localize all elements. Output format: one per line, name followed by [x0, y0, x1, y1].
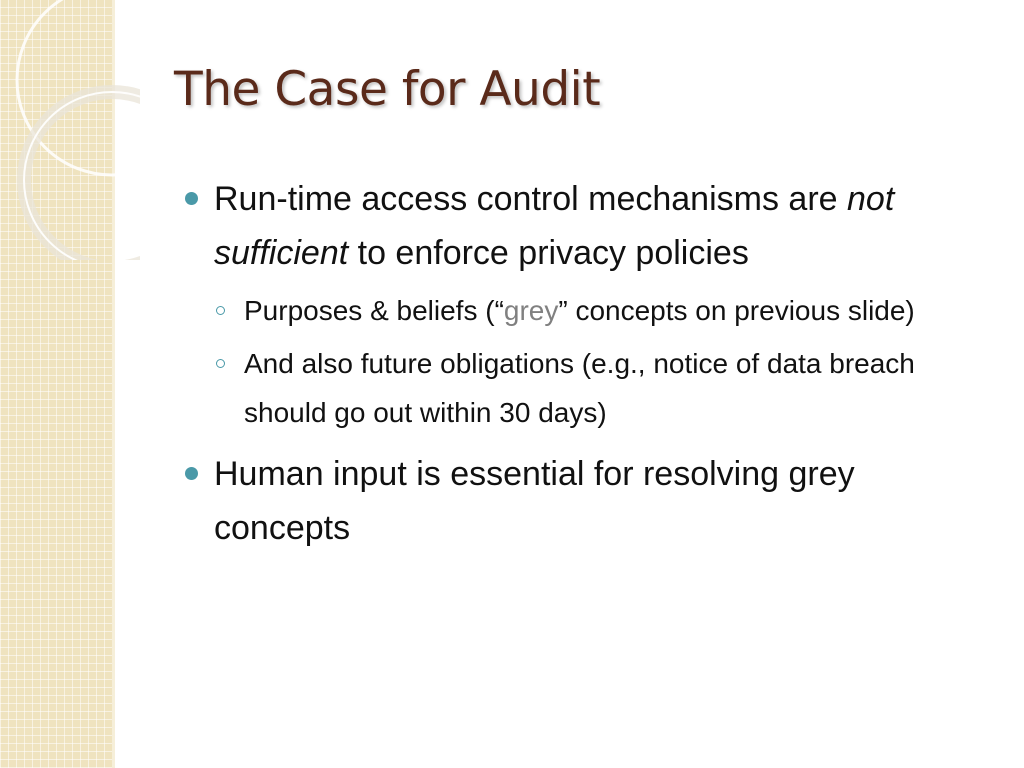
- sub-bullet-text-post: ” concepts on previous slide): [558, 295, 915, 326]
- bullet-text: Human input is essential for resolving g…: [214, 455, 855, 547]
- grey-word: grey: [503, 295, 559, 326]
- sub-bullet-text-pre: Purposes & beliefs (“: [244, 295, 504, 326]
- bullet-emphasis: not sufficient: [214, 180, 895, 272]
- bullet-dot-icon: [185, 467, 198, 480]
- bullet-text-post: to enforce privacy policies: [348, 234, 749, 272]
- bullet-item: Human input is essential for resolving g…: [183, 447, 983, 555]
- sub-bullet-item: Purposes & beliefs (“grey” concepts on p…: [183, 286, 983, 335]
- sub-bullet-list: Purposes & beliefs (“grey” concepts on p…: [183, 286, 983, 437]
- decorative-circles-icon: [15, 0, 140, 260]
- decorative-side-strip: [0, 0, 112, 768]
- bullet-text-pre: Run-time access control mechanisms are: [214, 180, 848, 218]
- bullet-dot-icon: [185, 192, 198, 205]
- slide-content: Run-time access control mechanisms are n…: [183, 172, 983, 561]
- sub-bullet-ring-icon: [216, 359, 225, 368]
- slide-title: The Case for Audit: [174, 62, 601, 117]
- sub-bullet-ring-icon: [216, 306, 225, 315]
- sub-bullet-text: And also future obligations (e.g., notic…: [244, 348, 915, 428]
- sub-bullet-item: And also future obligations (e.g., notic…: [183, 339, 983, 437]
- bullet-item: Run-time access control mechanisms are n…: [183, 172, 983, 280]
- side-strip-border: [112, 0, 115, 768]
